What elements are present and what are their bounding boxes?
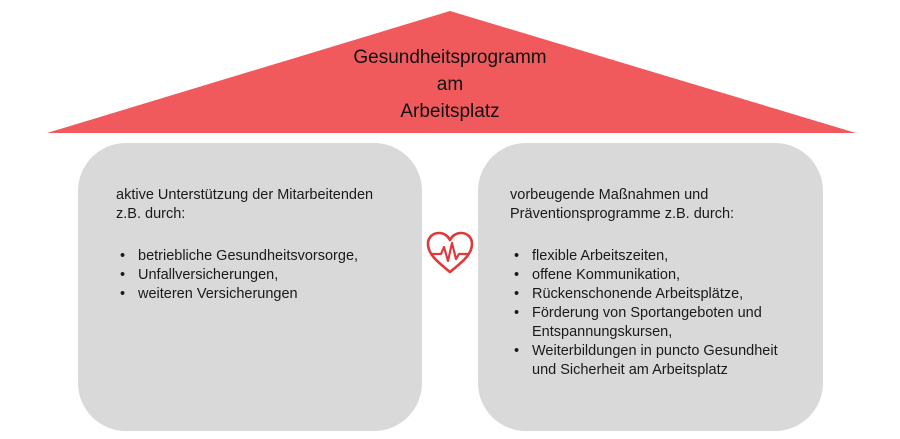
list-item-text: Förderung von Sportangeboten und (532, 305, 762, 321)
right-pillar-box: vorbeugende Maßnahmen und Präventionspro… (478, 143, 823, 431)
left-intro-line-2: z.B. durch: (116, 206, 186, 222)
list-item-text: betriebliche Gesundheitsvorsorge, (138, 248, 359, 264)
list-item: Unfallversicherungen, (116, 266, 392, 285)
list-item-text: weiteren Versicherungen (138, 286, 298, 302)
list-item: Rückenschonende Arbeitsplätze, (510, 285, 803, 304)
roof-shape (47, 11, 856, 133)
list-item-text: Unfallversicherungen, (138, 267, 279, 283)
roof-title-line-1: Gesundheitsprogramm (353, 47, 547, 68)
heartbeat-icon (426, 231, 474, 274)
right-intro-line-1: vorbeugende Maßnahmen und (510, 187, 709, 203)
list-item: Förderung von Sportangeboten und Entspan… (510, 304, 803, 342)
list-item-text: offene Kommunikation, (532, 267, 681, 283)
roof-title-line-3: Arbeitsplatz (400, 101, 500, 122)
list-item-text: Weiterbildungen in puncto Gesundheit (532, 343, 778, 359)
list-item-text: flexible Arbeitszeiten, (532, 248, 669, 264)
list-item: flexible Arbeitszeiten, (510, 247, 803, 266)
list-item: Weiterbildungen in puncto Gesundheit und… (510, 342, 803, 380)
right-pillar-list: flexible Arbeitszeiten, offene Kommunika… (510, 247, 803, 380)
left-pillar-box: aktive Unterstützung der Mitarbeitenden … (78, 143, 422, 431)
roof-title-line-2: am (436, 74, 464, 95)
list-item: offene Kommunikation, (510, 266, 803, 285)
roof-title: Gesundheitsprogramm am Arbeitsplatz (300, 44, 600, 125)
list-item-text: Rückenschonende Arbeitsplätze, (532, 286, 744, 302)
right-pillar-intro: vorbeugende Maßnahmen und Präventionspro… (510, 186, 803, 224)
roof-triangle (47, 11, 856, 133)
list-item: betriebliche Gesundheitsvorsorge, (116, 247, 392, 266)
list-item: weiteren Versicherungen (116, 285, 392, 304)
list-item-text: Entspannungskursen, (532, 324, 673, 340)
left-pillar-list: betriebliche Gesundheitsvorsorge, Unfall… (116, 247, 392, 304)
left-intro-line-1: aktive Unterstützung der Mitarbeitenden (116, 187, 374, 203)
left-pillar-intro: aktive Unterstützung der Mitarbeitenden … (116, 186, 392, 224)
right-intro-line-2: Präventionsprogramme z.B. durch: (510, 206, 735, 222)
list-item-text: und Sicherheit am Arbeitsplatz (532, 362, 728, 378)
